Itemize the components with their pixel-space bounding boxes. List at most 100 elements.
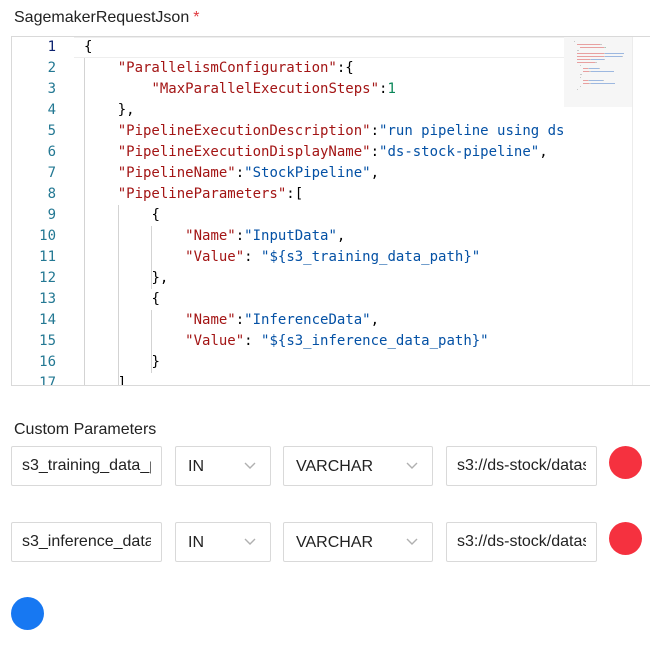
param-value-input[interactable] — [447, 447, 596, 485]
code-token: } — [151, 354, 160, 370]
param-value-input[interactable] — [447, 523, 596, 561]
line-number: 15 — [39, 333, 56, 349]
minimap-line — [580, 86, 581, 87]
minimap-line — [591, 83, 616, 84]
code-line: } — [151, 352, 159, 373]
code-line: { — [151, 205, 159, 226]
code-token: :{ — [336, 60, 354, 76]
minimap-line — [604, 56, 605, 57]
param-name-field[interactable] — [11, 522, 162, 562]
minimap-line — [577, 62, 595, 63]
minimap-line — [602, 80, 604, 81]
chevron-down-icon — [244, 462, 256, 469]
code-token: :[ — [286, 186, 304, 202]
param-direction-value: IN — [188, 458, 204, 475]
minimap-line — [583, 80, 589, 81]
code-line: "Value": "${s3_training_data_path}" — [185, 247, 480, 268]
code-token: { — [151, 291, 160, 307]
code-line: "PipelineExecutionDisplayName":"ds-stock… — [118, 142, 548, 163]
param-value-field[interactable] — [446, 522, 597, 562]
editor-vertical-scrollbar[interactable] — [632, 37, 650, 385]
code-minimap[interactable] — [564, 37, 632, 385]
code-token: , — [336, 228, 346, 244]
code-token: 1 — [387, 81, 396, 97]
code-token: }, — [151, 270, 169, 286]
minimap-line — [588, 68, 590, 69]
minimap-line — [604, 59, 605, 60]
minimap-line — [604, 47, 606, 48]
line-number: 13 — [39, 291, 56, 307]
minimap-line — [583, 71, 590, 72]
param-type-value: VARCHAR — [296, 534, 374, 551]
code-token: "ParallelismConfiguration" — [117, 60, 337, 76]
code-area[interactable]: {"ParallelismConfiguration":{"MaxParalle… — [74, 37, 564, 385]
minimap-line — [583, 83, 590, 84]
code-line: "MaxParallelExecutionSteps":1 — [151, 79, 395, 100]
line-number: 3 — [47, 81, 56, 97]
code-line: "Name":"InferenceData", — [185, 310, 379, 331]
param-direction-value: IN — [188, 534, 204, 551]
minimap-line — [589, 59, 591, 60]
code-token: { — [84, 39, 93, 55]
custom-parameter-row: IN VARCHAR — [11, 522, 642, 564]
minimap-line — [604, 56, 622, 57]
param-name-input[interactable] — [12, 447, 161, 485]
line-number: 9 — [47, 207, 56, 223]
code-token: "PipelineName" — [117, 165, 236, 181]
minimap-line — [577, 44, 601, 45]
line-number: 4 — [47, 102, 56, 118]
chevron-down-icon — [244, 538, 256, 545]
delete-parameter-button[interactable] — [609, 522, 642, 555]
code-line: { — [151, 289, 159, 310]
code-line: ] — [118, 373, 126, 385]
param-direction-select[interactable]: IN — [175, 522, 271, 562]
param-name-input[interactable] — [12, 523, 161, 561]
code-token: "Value" — [185, 333, 245, 349]
code-token: : — [379, 81, 388, 97]
minimap-line — [590, 59, 604, 60]
code-token: "PipelineParameters" — [117, 186, 287, 202]
sagemaker-request-json-label-text: SagemakerRequestJson — [14, 9, 190, 26]
minimap-line — [577, 89, 578, 90]
custom-parameter-row: IN VARCHAR — [11, 446, 642, 488]
minimap-line — [604, 53, 624, 54]
param-direction-select[interactable]: IN — [175, 446, 271, 486]
param-name-field[interactable] — [11, 446, 162, 486]
code-line: "Value": "${s3_inference_data_path}" — [185, 331, 488, 352]
param-value-field[interactable] — [446, 446, 597, 486]
minimap-line — [580, 77, 581, 78]
minimap-line — [589, 68, 600, 69]
code-token: : — [244, 249, 262, 265]
line-number: 2 — [47, 60, 56, 76]
minimap-line — [595, 62, 597, 63]
code-token: "InferenceData" — [244, 312, 371, 328]
code-line: "PipelineExecutionDescription":"run pipe… — [118, 121, 564, 142]
code-token: "run pipeline using ds — [379, 123, 564, 139]
code-token: "Name" — [185, 228, 236, 244]
code-token: "Name" — [185, 312, 236, 328]
add-parameter-button[interactable] — [11, 597, 44, 630]
line-number: 14 — [39, 312, 56, 328]
minimap-line — [588, 80, 590, 81]
minimap-line — [577, 59, 590, 60]
minimap-slider[interactable] — [564, 37, 632, 107]
line-number: 5 — [47, 123, 56, 139]
param-type-select[interactable]: VARCHAR — [283, 446, 433, 486]
delete-parameter-button[interactable] — [609, 446, 642, 479]
code-line: "PipelineName":"StockPipeline", — [118, 163, 379, 184]
code-token: ] — [117, 375, 127, 385]
code-token: }, — [117, 102, 135, 118]
code-line: "Name":"InputData", — [185, 226, 345, 247]
indent-guide — [84, 121, 85, 385]
sagemaker-request-json-label: SagemakerRequestJson* — [14, 9, 199, 27]
minimap-line — [600, 44, 603, 45]
code-line: "PipelineParameters":[ — [118, 184, 303, 205]
minimap-line — [604, 53, 605, 54]
required-mark: * — [193, 9, 200, 26]
param-type-select[interactable]: VARCHAR — [283, 522, 433, 562]
minimap-line — [599, 68, 601, 69]
code-token: , — [370, 165, 380, 181]
code-line: }, — [118, 100, 135, 121]
minimap-line — [622, 56, 623, 57]
